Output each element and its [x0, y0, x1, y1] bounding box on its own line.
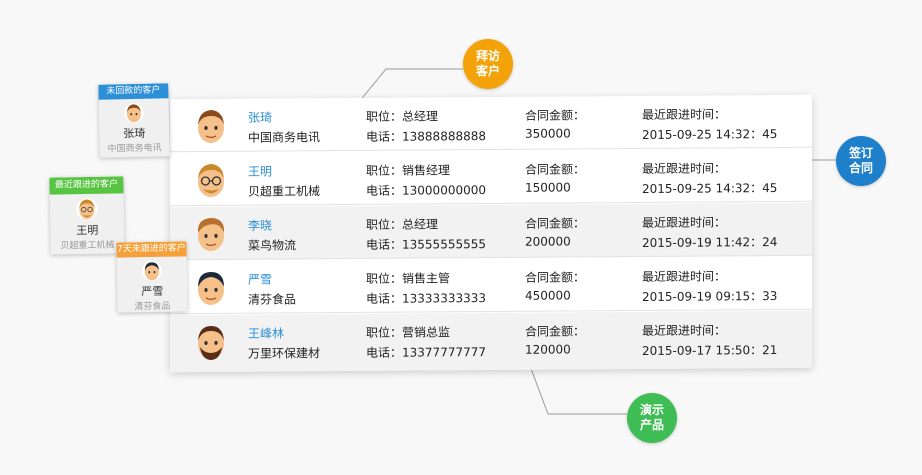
visit-customer-bubble[interactable]: 拜访客户	[463, 39, 513, 89]
bubble-label: 签订合同	[848, 146, 873, 175]
card-unpaid-customer[interactable]: 未回款的客户 张琦 中国商务电讯	[98, 83, 170, 158]
card-company: 贝超重工机械	[60, 240, 115, 252]
customer-name[interactable]: 李晓	[248, 218, 273, 233]
last-follow-label: 最近跟进时间：	[642, 161, 727, 176]
card-name: 张琦	[123, 126, 146, 141]
amount-label: 合同金额：	[525, 324, 586, 339]
customer-phone: 电话：13377777777	[366, 345, 486, 360]
face-man-brown-hair-icon	[198, 109, 224, 143]
bubble-label: 拜访客户	[475, 49, 500, 78]
face-man-dark-hair-icon	[198, 271, 224, 305]
last-follow-label: 最近跟进时间：	[642, 269, 727, 284]
customer-name[interactable]: 严雪	[248, 272, 273, 287]
card-header: 7天未跟进的客户	[116, 241, 187, 258]
customer-position: 职位：销售主管	[366, 271, 451, 286]
face-man-dark-hair-icon	[142, 261, 162, 281]
customer-company: 菜鸟物流	[248, 238, 297, 253]
amount-label: 合同金额：	[525, 216, 586, 231]
last-follow-label: 最近跟进时间：	[642, 215, 727, 230]
card-company: 清芬食品	[134, 301, 171, 313]
last-follow-time: 2015-09-17 15:50：21	[642, 343, 778, 358]
contract-amount: 120000	[525, 342, 571, 357]
amount-label: 合同金额：	[525, 270, 586, 285]
card-header: 未回款的客户	[98, 83, 169, 100]
sign-contract-bubble[interactable]: 签订合同	[836, 136, 886, 186]
table-row[interactable]: 王峰林 万里环保建材 职位：营销总监 电话：13377777777 合同金额： …	[170, 310, 812, 373]
customer-name[interactable]: 王峰林	[248, 326, 285, 341]
face-man-glasses-icon	[198, 163, 224, 197]
card-name: 严雪	[141, 284, 164, 299]
customer-phone: 电话：13888888888	[366, 129, 486, 144]
customer-company: 清芬食品	[248, 292, 297, 307]
customer-phone: 电话：13000000000	[366, 183, 486, 198]
last-follow-time: 2015-09-19 09:15：33	[642, 289, 778, 304]
contract-amount: 150000	[525, 180, 571, 195]
customer-phone: 电话：13333333333	[366, 291, 486, 306]
customer-position: 职位：营销总监	[366, 325, 451, 340]
last-follow-time: 2015-09-25 14:32：45	[642, 127, 778, 142]
card-company: 中国商务电讯	[107, 143, 162, 155]
contract-amount: 450000	[525, 288, 571, 303]
table-row[interactable]: 严雪 清芬食品 职位：销售主管 电话：13333333333 合同金额： 450…	[170, 256, 812, 315]
face-man-light-brown-hair-icon	[197, 217, 225, 251]
customer-position: 职位：销售经理	[366, 163, 451, 178]
last-follow-time: 2015-09-19 11:42：24	[642, 235, 778, 250]
demo-product-bubble[interactable]: 演示产品	[627, 393, 677, 443]
customer-company: 万里环保建材	[248, 346, 321, 361]
table-row[interactable]: 李晓 菜鸟物流 职位：总经理 电话：13555555555 合同金额： 2000…	[170, 202, 812, 261]
customer-company: 贝超重工机械	[248, 184, 321, 199]
contract-amount: 200000	[525, 234, 571, 249]
card-inactive-customer[interactable]: 7天未跟进的客户 严雪 清芬食品	[116, 241, 188, 313]
bubble-label: 演示产品	[639, 403, 664, 432]
customer-name[interactable]: 张琦	[248, 110, 273, 125]
amount-label: 合同金额：	[525, 162, 586, 177]
face-man-brown-hair-icon	[124, 103, 144, 123]
customer-position: 职位：总经理	[366, 109, 439, 124]
customer-position: 职位：总经理	[366, 217, 439, 232]
last-follow-label: 最近跟进时间：	[642, 323, 727, 338]
last-follow-label: 最近跟进时间：	[642, 107, 727, 122]
contract-amount: 350000	[525, 126, 571, 141]
card-header: 最近跟进的客户	[49, 176, 124, 195]
card-recent-customer[interactable]: 最近跟进的客户 王明 贝超重工机械	[49, 176, 125, 255]
table-row[interactable]: 张琦 中国商务电讯 职位：总经理 电话：13888888888 合同金额： 35…	[170, 94, 812, 153]
customer-table: 张琦 中国商务电讯 职位：总经理 电话：13888888888 合同金额： 35…	[170, 94, 812, 373]
face-man-glasses-icon	[76, 198, 98, 220]
customer-name[interactable]: 王明	[248, 164, 273, 179]
face-man-beard-icon	[198, 325, 224, 360]
table-row[interactable]: 王明 贝超重工机械 职位：销售经理 电话：13000000000 合同金额： 1…	[170, 148, 812, 207]
customer-company: 中国商务电讯	[248, 130, 321, 145]
amount-label: 合同金额：	[525, 108, 586, 123]
card-name: 王明	[76, 223, 99, 238]
customer-phone: 电话：13555555555	[366, 237, 486, 252]
last-follow-time: 2015-09-25 14:32：45	[642, 181, 778, 196]
